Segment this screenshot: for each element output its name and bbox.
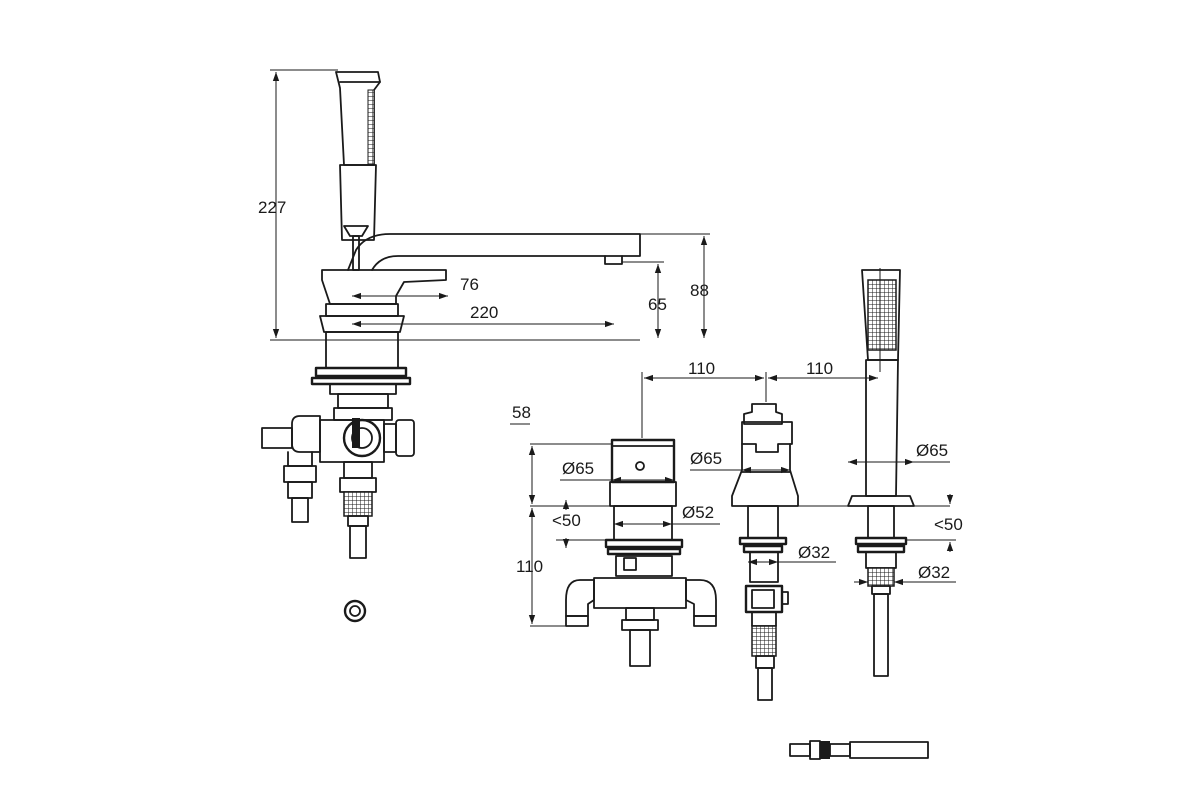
dia-52: Ø52 bbox=[682, 503, 714, 522]
dia-32-middle: Ø32 bbox=[798, 543, 830, 562]
dia-65-middle: Ø65 bbox=[690, 449, 722, 468]
dim-65: 65 bbox=[648, 295, 667, 314]
dim-110-right: 110 bbox=[806, 359, 833, 378]
dim-110-left: 110 bbox=[688, 359, 715, 378]
dim-58: 58 bbox=[512, 403, 531, 422]
dim-227: 227 bbox=[258, 198, 286, 217]
dim-76: 76 bbox=[460, 275, 479, 294]
spout-mixer-side-view bbox=[261, 71, 641, 623]
dia-32-right: Ø32 bbox=[918, 563, 950, 582]
right-dimensions: 110 110 58 110 Ø65 <50 Ø52 Ø65 Ø32 Ø65 bbox=[510, 268, 963, 627]
dia-65-right: Ø65 bbox=[916, 441, 948, 460]
dim-110-height: 110 bbox=[516, 557, 543, 576]
hand-shower-view bbox=[847, 269, 915, 677]
left-dimensions: 227 76 220 65 88 bbox=[258, 69, 710, 341]
lt-50-right: <50 bbox=[934, 515, 963, 534]
dim-220: 220 bbox=[470, 303, 498, 322]
dim-88: 88 bbox=[690, 281, 709, 300]
hose-connector bbox=[789, 740, 929, 760]
lt-50-left: <50 bbox=[552, 511, 581, 530]
dia-65-left: Ø65 bbox=[562, 459, 594, 478]
diverter-view bbox=[731, 403, 799, 701]
